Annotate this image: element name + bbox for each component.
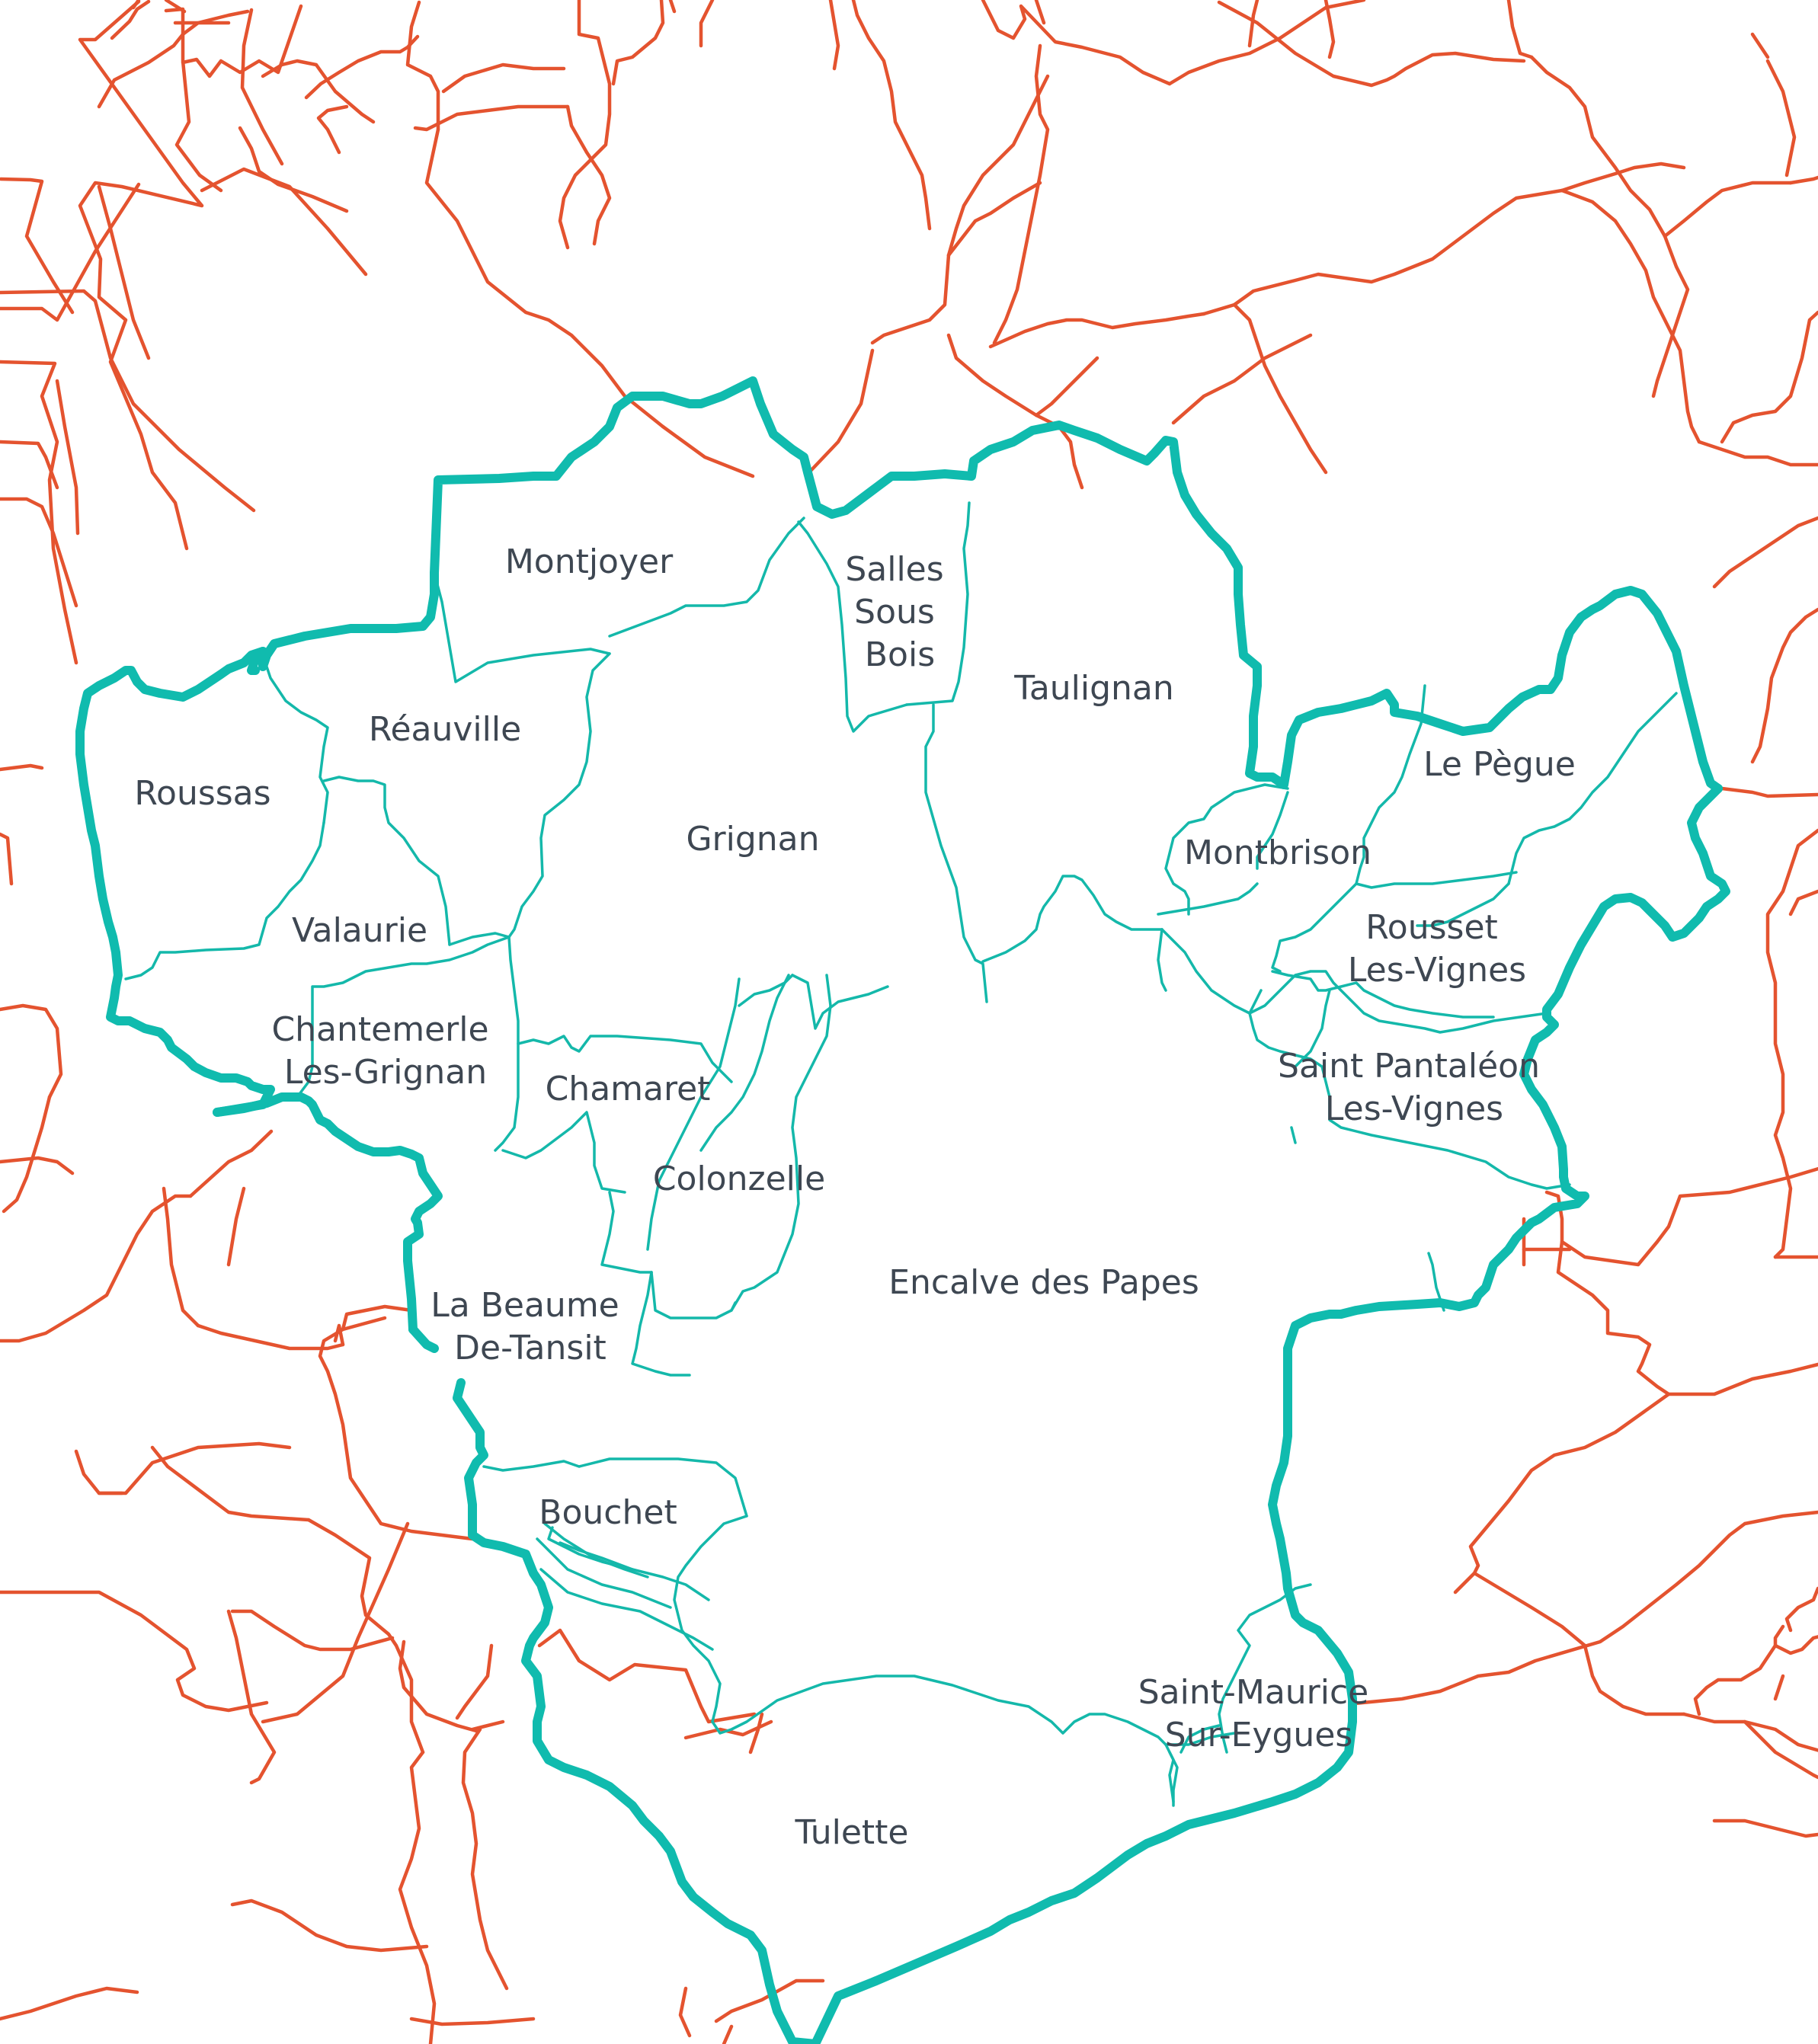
label-rousset-les-vignes: Rousset Les-Vignes [1348,908,1526,990]
label-salles-sous-bois: Salles Sous Bois [845,550,954,674]
label-saint-maurice-sur-eygues: Saint-Maurice Sur-Eygues [1138,1673,1380,1755]
label-la-beaume-de-tansit: La Beaume De-Tansit [430,1286,630,1367]
commune-labels: Montjoyer Salles Sous Bois Taulignan Réa… [134,542,1575,1852]
commune-boundaries [124,501,1678,1807]
label-grignan: Grignan [686,820,819,859]
label-montbrison: Montbrison [1184,833,1372,872]
label-tulette: Tulette [795,1813,909,1852]
label-encalve-des-papes: Encalve des Papes [888,1263,1199,1302]
label-colonzelle: Colonzelle [653,1160,825,1198]
label-chamaret: Chamaret [546,1070,711,1108]
label-reauville: Réauville [369,710,521,749]
label-saint-pantaleon-les-vignes: Saint Pantaléon Les-Vignes [1278,1047,1551,1128]
label-montjoyer: Montjoyer [505,542,674,581]
label-valaurie: Valaurie [292,911,427,950]
region-border [75,376,1730,2044]
label-roussas: Roussas [134,774,270,813]
label-le-pegue: Le Pègue [1423,745,1576,784]
label-bouchet: Bouchet [539,1493,677,1532]
label-taulignan: Taulignan [1013,669,1174,708]
label-chantemerle-les-grignan: Chantemerle Les-Grignan [271,1010,499,1092]
